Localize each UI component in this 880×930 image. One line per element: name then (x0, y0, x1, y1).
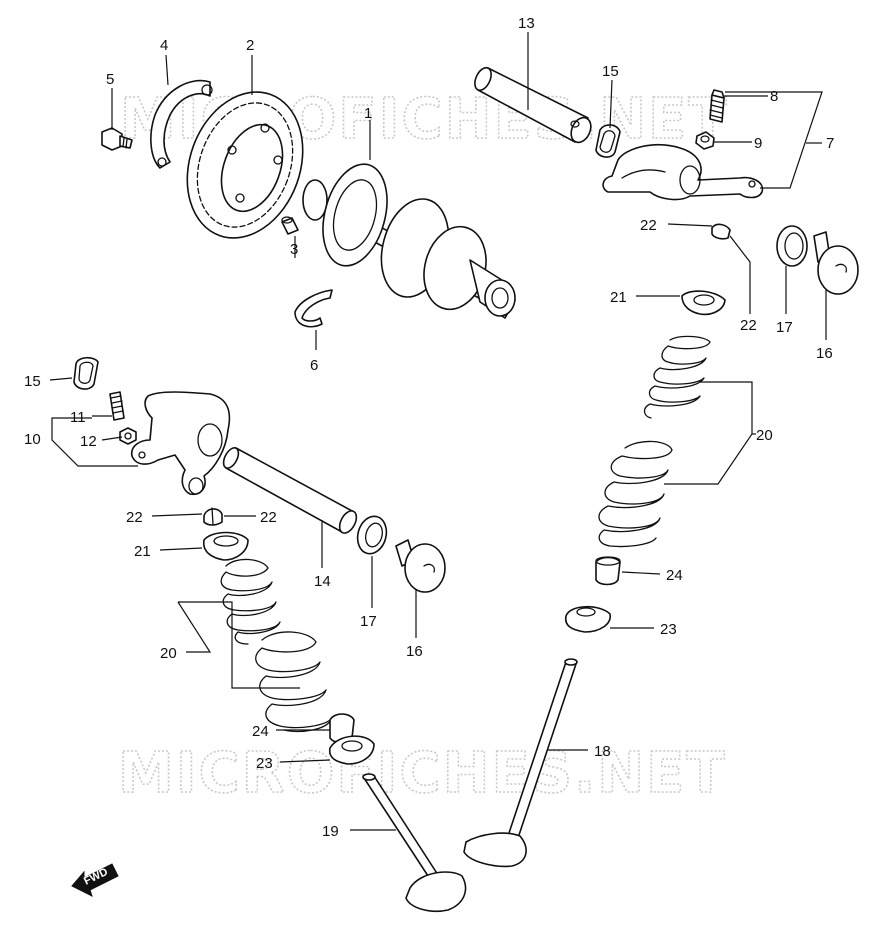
callout-5: 5 (106, 71, 114, 88)
part-23-seat-left (328, 735, 375, 765)
callout-16-left: 16 (406, 643, 423, 660)
leader-lines (49, 32, 827, 831)
part-18-valve (463, 658, 578, 868)
part-21-retainer-right (681, 290, 726, 316)
part-20-inner-spring-left (220, 558, 281, 645)
part-10-rocker-arm (130, 391, 231, 496)
part-2-sprocket (186, 91, 304, 239)
callout-3: 3 (290, 241, 298, 258)
part-13-rocker-shaft (474, 66, 592, 144)
callout-6: 6 (310, 357, 318, 374)
callout-12: 12 (80, 433, 97, 450)
callout-20-left: 20 (160, 645, 177, 662)
callout-18: 18 (594, 743, 611, 760)
callout-22-left-a: 22 (126, 509, 143, 526)
part-1-camshaft (302, 163, 516, 319)
callout-7: 7 (826, 135, 834, 152)
part-9-nut (695, 131, 715, 150)
part-3-pin (281, 216, 299, 235)
callout-16-right: 16 (816, 345, 833, 362)
part-15-seal-left (73, 356, 99, 390)
callout-23-right: 23 (660, 621, 677, 638)
part-20-inner-spring-right (643, 335, 711, 419)
part-17-seal-right (776, 225, 808, 267)
callout-1: 1 (364, 105, 372, 122)
callout-22-right: 22 (740, 317, 757, 334)
part-16-cap-left (395, 539, 446, 593)
callout-23-left: 23 (256, 755, 273, 772)
part-21-retainer-left (202, 531, 249, 561)
callout-22-left-b: 22 (260, 509, 277, 526)
part-20-outer-spring-left (255, 631, 333, 733)
callout-21-left: 21 (134, 543, 151, 560)
part-23-seat-right (564, 605, 611, 633)
callout-11: 11 (70, 409, 86, 426)
part-17-seal-left (356, 515, 388, 555)
part-8-screw (709, 89, 725, 123)
part-24-seat-right (595, 556, 621, 586)
part-22-cotter-right (711, 223, 731, 240)
part-16-cap-right (813, 231, 859, 295)
callout-2: 2 (246, 37, 254, 54)
callout-20-right: 20 (756, 427, 773, 444)
part-6-clip (294, 289, 333, 328)
part-15-seal-top (595, 124, 621, 158)
part-12-nut (119, 427, 137, 445)
callout-15-left: 15 (24, 373, 41, 390)
part-22-cotter-left (203, 507, 223, 526)
callout-22-top: 22 (640, 217, 657, 234)
part-7-rocker-arm (602, 144, 764, 201)
fwd-arrow-icon: FWD (71, 863, 119, 897)
callout-14: 14 (314, 573, 331, 590)
callout-13: 13 (518, 15, 535, 32)
callout-9: 9 (754, 135, 762, 152)
part-4-plate (150, 79, 213, 169)
part-19-valve (362, 773, 467, 913)
callout-17-right: 17 (776, 319, 793, 336)
part-11-screw (109, 391, 125, 421)
callout-24-right: 24 (666, 567, 683, 584)
part-14-rocker-shaft (222, 447, 358, 534)
callout-19: 19 (322, 823, 339, 840)
callout-21-right: 21 (610, 289, 627, 306)
callout-8: 8 (770, 88, 778, 105)
callout-4: 4 (160, 37, 168, 54)
callout-17-left: 17 (360, 613, 377, 630)
callout-labels: 1 2 3 4 5 6 7 8 9 10 11 12 13 14 15 15 1… (24, 15, 834, 840)
callout-24-left: 24 (252, 723, 269, 740)
callout-10: 10 (24, 431, 41, 448)
watermark-bottom: MICROFICHES.NET (118, 741, 727, 806)
part-20-outer-spring-right (598, 440, 673, 548)
callout-15-top: 15 (602, 63, 619, 80)
